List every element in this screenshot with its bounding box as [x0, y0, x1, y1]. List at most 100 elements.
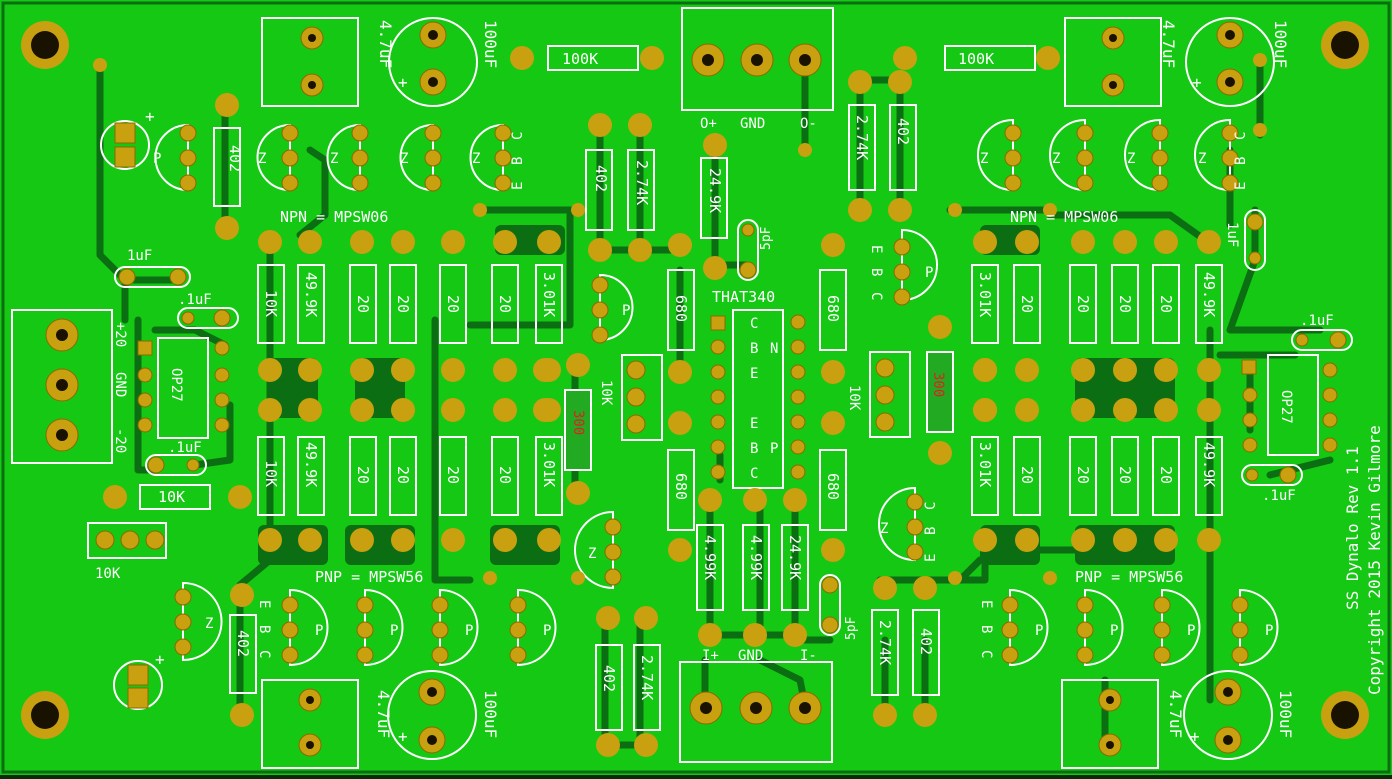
resistor-label: 20: [394, 295, 412, 313]
ic-pin-letters: C B E E B C N P: [750, 316, 778, 482]
pin-e: E: [868, 245, 884, 253]
resistor-label: 402: [592, 165, 610, 192]
resistor-label: 20: [354, 466, 372, 484]
cap-label: 1uF: [127, 248, 152, 264]
transistor-type: P: [543, 623, 551, 639]
resistor-label: 20: [1018, 466, 1036, 484]
electrolytic-caps: [100, 17, 1275, 769]
resistor-label: 680: [672, 473, 690, 500]
cap-label: .1uF: [178, 292, 212, 308]
resistor-label: 680: [824, 473, 842, 500]
resistor-label: 402: [226, 145, 244, 172]
ic-pin-letter: N: [770, 341, 778, 357]
resistor-300-label: 300: [930, 372, 946, 397]
pin-b: B: [510, 157, 526, 165]
resistor-label: 3.01K: [976, 272, 994, 317]
board-title: SS Dynalo Rev 1.1: [1343, 446, 1362, 610]
ic-pin-letter: C: [750, 466, 758, 482]
transistor-type: Z: [880, 521, 888, 537]
power-neg-label: -20: [112, 428, 128, 453]
input-minus-label: I-: [800, 648, 817, 664]
silkscreen-text: 4.7uF 100uF 100K 100K 4.7uF 100uF O+ GND…: [95, 20, 1384, 738]
transistor-type: P: [1265, 623, 1273, 639]
resistor-label: 3.01K: [540, 442, 558, 487]
cap-label: 5pF: [759, 226, 774, 250]
pin-e: E: [510, 182, 526, 190]
transistor-type: P: [153, 151, 161, 167]
transistor-type: Z: [258, 151, 266, 167]
output-gnd-label: GND: [740, 116, 765, 132]
ic-pin-letter: B: [750, 441, 758, 457]
pin-c: C: [510, 132, 526, 140]
resistor-label: 20: [1074, 295, 1092, 313]
resistor-label: 49.9K: [302, 272, 320, 317]
transistor-type: P: [1187, 623, 1195, 639]
input-gnd-label: GND: [738, 648, 763, 664]
resistor-label: 402: [894, 118, 912, 145]
resistor-bodies: [139, 45, 1223, 731]
resistor-label: 100K: [562, 50, 598, 68]
board-copyright: Copyright 2015 Kevin Gilmore: [1365, 425, 1384, 695]
svg-text:+: +: [398, 727, 408, 746]
resistor-label: 402: [600, 665, 618, 692]
resistor-label: 2.74K: [853, 115, 871, 160]
cap-label: .1uF: [1262, 488, 1296, 504]
transistor-letters: P Z Z Z Z P P Z Z Z Z Z Z Z P P P P P P …: [153, 132, 1273, 659]
input-plus-label: I+: [702, 648, 719, 664]
resistor-label: 680: [672, 295, 690, 322]
svg-text:+: +: [145, 107, 155, 126]
pin-b: B: [868, 268, 884, 276]
opamp-left: [137, 337, 230, 439]
trimpot-label: 10K: [846, 385, 862, 411]
pin-b: B: [1233, 157, 1249, 165]
transistor-type: P: [622, 303, 630, 319]
trimpot-label: 10K: [95, 566, 121, 582]
transistor-type: P: [390, 623, 398, 639]
resistor-label: 100K: [958, 50, 994, 68]
pin-c: C: [1233, 132, 1249, 140]
resistor-300-label: 300: [570, 410, 586, 435]
transistor-type: P: [315, 623, 323, 639]
pin-c: C: [978, 650, 994, 658]
resistor-label: 4.99K: [747, 535, 765, 580]
cap-label: 100uF: [481, 690, 500, 738]
cap-label: 1uF: [1224, 222, 1240, 247]
transistor-type: Z: [980, 151, 988, 167]
npn-label: NPN = MPSW06: [280, 208, 388, 226]
resistor-label: 20: [394, 466, 412, 484]
resistor-label: 680: [824, 295, 842, 322]
resistor-label: 3.01K: [976, 442, 994, 487]
ic-pin-letter: P: [770, 441, 778, 457]
resistor-label: 49.9K: [1200, 442, 1218, 487]
resistor-label: 2.74K: [638, 655, 656, 700]
pin-e: E: [978, 600, 994, 608]
resistor-label: 4.99K: [701, 535, 719, 580]
pin-c: C: [256, 650, 272, 658]
power-gnd-label: GND: [112, 372, 128, 397]
mounting-holes: [21, 21, 1369, 739]
npn-label: NPN = MPSW06: [1010, 208, 1118, 226]
resistor-label: 20: [354, 295, 372, 313]
resistor-label: 49.9K: [1200, 272, 1218, 317]
output-plus-label: O+: [700, 116, 717, 132]
cap-label: 4.7uF: [374, 690, 393, 738]
opamp-label: OP27: [1278, 390, 1294, 424]
resistor-label: 10K: [262, 290, 280, 317]
pin-e: E: [923, 554, 939, 562]
transistor-type: P: [1035, 623, 1043, 639]
resistor-label: 20: [496, 295, 514, 313]
resistor-label: 49.9K: [302, 442, 320, 487]
pin-e: E: [256, 600, 272, 608]
output-connector: [681, 7, 834, 111]
transistor-type: Z: [1052, 151, 1060, 167]
trimpots: [87, 351, 911, 559]
resistor-label: 2.74K: [876, 620, 894, 665]
resistor-label: 402: [234, 630, 252, 657]
transistor-type: P: [1110, 623, 1118, 639]
cap-label: 100uF: [1276, 690, 1295, 738]
cap-label: 5pF: [844, 616, 859, 640]
power-connector: [11, 309, 113, 464]
output-minus-label: O-: [800, 116, 817, 132]
